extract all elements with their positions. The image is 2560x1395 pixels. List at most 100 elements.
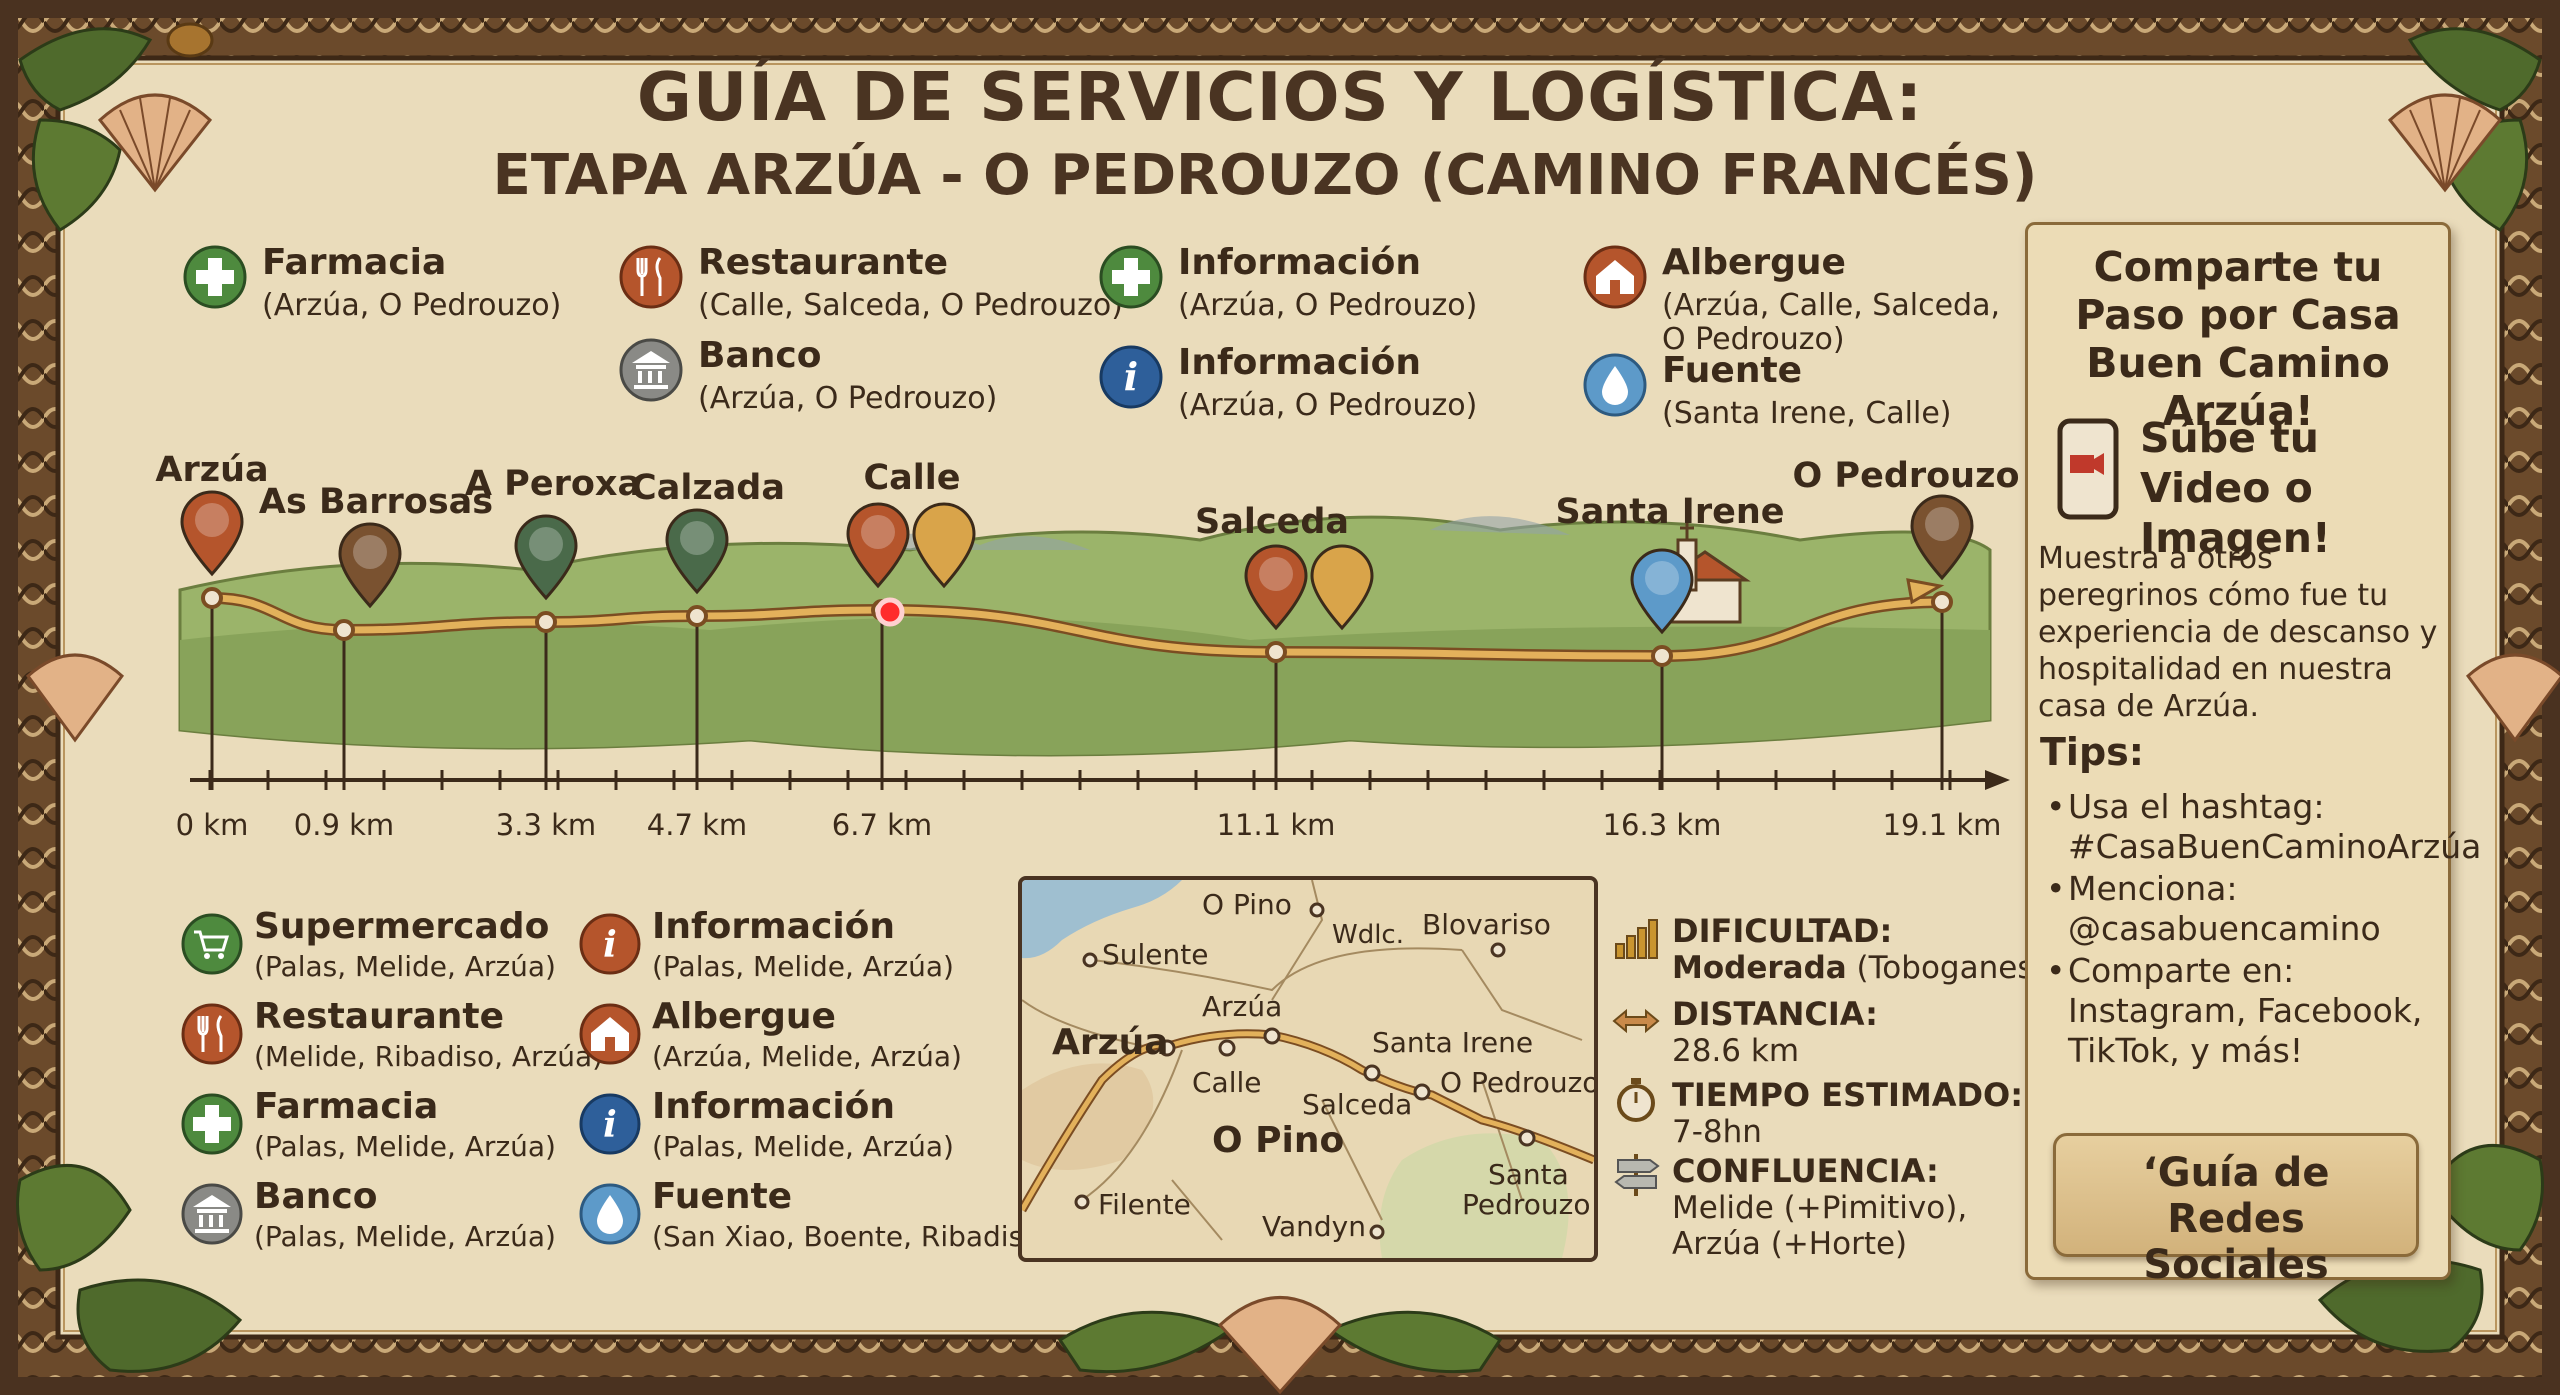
km-label: 0.9 km: [293, 808, 395, 842]
map-pin: [514, 514, 578, 601]
station-point: [1651, 645, 1673, 667]
cross-icon: [183, 245, 247, 309]
km-label: 4.7 km: [646, 808, 748, 842]
scallop-shell-icon: [97, 93, 213, 193]
water-drop-icon: [579, 1183, 641, 1245]
page-subtitle: ETAPA ARZÚA - O PEDROUZO (CAMINO FRANCÉS…: [492, 143, 2038, 208]
scallop-shell-icon: [25, 653, 125, 743]
bar-chart-icon: [1615, 919, 1658, 959]
signpost-icon: [1614, 1154, 1660, 1196]
route-pins: [180, 490, 1974, 635]
km-label: 16.3 km: [1602, 808, 1722, 842]
stat-time: TIEMPO ESTIMADO: 7-8hn: [1672, 1076, 2024, 1150]
town-label: Salceda: [1195, 502, 1349, 542]
map-graphic: [1022, 880, 1594, 1258]
water-drop-icon: [1583, 353, 1647, 417]
map-pin: [338, 522, 402, 609]
stat-confluence: CONFLUENCIA: Melide (+Pimitivo), Arzúa (…: [1672, 1152, 1968, 1262]
map-label: Vandyn: [1262, 1210, 1366, 1243]
km-label: 11.1 km: [1216, 808, 1336, 842]
map-label: Filente: [1098, 1188, 1191, 1221]
map-pin: [180, 490, 244, 577]
share-panel-body: Muestra a otros peregrinos cómo fue tu e…: [2038, 541, 2438, 724]
map-pin: [912, 502, 976, 589]
map-pin: [846, 502, 910, 589]
info-icon: i: [579, 1093, 641, 1155]
svg-text:i: i: [603, 1104, 617, 1146]
map-label: Wdlc.: [1332, 920, 1404, 950]
map-label: O Pino: [1202, 888, 1292, 921]
svg-text:i: i: [603, 924, 617, 966]
albergue-icon: [579, 1003, 641, 1065]
tip-item: Comparte en: Instagram, Facebook, TikTok…: [2068, 951, 2423, 1070]
share-panel: Comparte tu Paso por Casa Buen Camino Ar…: [2025, 222, 2482, 1288]
share-panel-title: Comparte tu Paso por Casa Buen Camino Ar…: [2075, 243, 2401, 435]
cross-icon: [1099, 245, 1163, 309]
map-label: O Pedrouzo: [1440, 1066, 1598, 1099]
scallop-shell-icon: [2387, 93, 2503, 193]
fork-knife-icon: [181, 1003, 243, 1065]
km-label: 0 km: [175, 808, 249, 842]
map-label: Blovariso: [1422, 908, 1551, 941]
tips-heading: Tips:: [2040, 730, 2144, 774]
map-pin: [1244, 544, 1308, 631]
tip-item: Menciona: @casabuencamino: [2068, 869, 2381, 948]
map-pin: [665, 508, 729, 595]
km-label: 6.7 km: [831, 808, 933, 842]
oak-leaves-icon: [1057, 1296, 1503, 1395]
town-label: Calle: [863, 458, 961, 498]
map-label: Arzúa: [1052, 1022, 1169, 1063]
map-pin: [1630, 548, 1694, 635]
town-label: Arzúa: [155, 450, 269, 490]
route-profile: [178, 490, 2010, 790]
map-label: Santa Irene: [1372, 1026, 1534, 1059]
svg-text:i: i: [1124, 354, 1138, 399]
map-label: Arzúa: [1202, 990, 1283, 1023]
page-title: GUÍA DE SERVICIOS Y LOGÍSTICA:: [636, 58, 1924, 136]
km-label: 3.3 km: [495, 808, 597, 842]
fork-knife-icon: [619, 245, 683, 309]
town-label: Calzada: [631, 468, 785, 508]
town-label: O Pedrouzo: [1792, 456, 2020, 496]
info-icon: i: [579, 913, 641, 975]
double-arrow-icon: [1612, 1008, 1660, 1034]
oak-leaves-icon: [16, 1164, 243, 1373]
stopwatch-icon: [1617, 1078, 1655, 1122]
cart-icon: [181, 913, 243, 975]
scallop-shell-icon: [2465, 653, 2560, 743]
map-label: Pedrouzo: [1462, 1188, 1591, 1221]
station-point: [1265, 641, 1287, 663]
upload-prompt: Súbe tu Video o Imagen!: [2140, 414, 2331, 562]
oak-leaves-icon: [18, 22, 214, 232]
info-icon: i: [1099, 345, 1163, 409]
station-point: [535, 611, 557, 633]
bank-icon: [181, 1183, 243, 1245]
km-label: 19.1 km: [1882, 808, 2002, 842]
station-point: [686, 605, 708, 627]
km-axis: [208, 770, 1952, 790]
stat-distance: DISTANCIA: 28.6 km: [1672, 995, 1878, 1069]
map-label: Salceda: [1302, 1088, 1413, 1121]
map-label: Calle: [1192, 1066, 1262, 1099]
town-label: Santa Irene: [1555, 492, 1785, 532]
map-pin: [1310, 544, 1374, 631]
cross-icon: [181, 1093, 243, 1155]
phone-video-icon: [2057, 418, 2119, 520]
map-label: O Pino: [1212, 1120, 1345, 1161]
current-location-marker: [875, 597, 905, 627]
station-point: [333, 619, 355, 641]
town-label: As Barrosas: [258, 482, 494, 522]
station-point: [1931, 591, 1953, 613]
stat-difficulty: DIFICULTAD: Moderada (Toboganes): [1672, 912, 2046, 986]
social-guide-button[interactable]: ‘Guía de Redes Sociales: [2053, 1133, 2419, 1288]
map-pin: [1910, 494, 1974, 581]
bank-icon: [619, 338, 683, 402]
tip-item: Usa el hashtag: #CasaBuenCaminoArzúa: [2068, 787, 2482, 866]
station-point: [201, 587, 223, 609]
albergue-icon: [1583, 245, 1647, 309]
map-label: Santa: [1488, 1158, 1569, 1191]
map-label: Sulente: [1102, 938, 1209, 971]
town-label: A Peroxa: [464, 464, 642, 504]
route-map: O Pino Wdlc. Blovariso Sulente Arzúa Arz…: [1018, 876, 1598, 1262]
